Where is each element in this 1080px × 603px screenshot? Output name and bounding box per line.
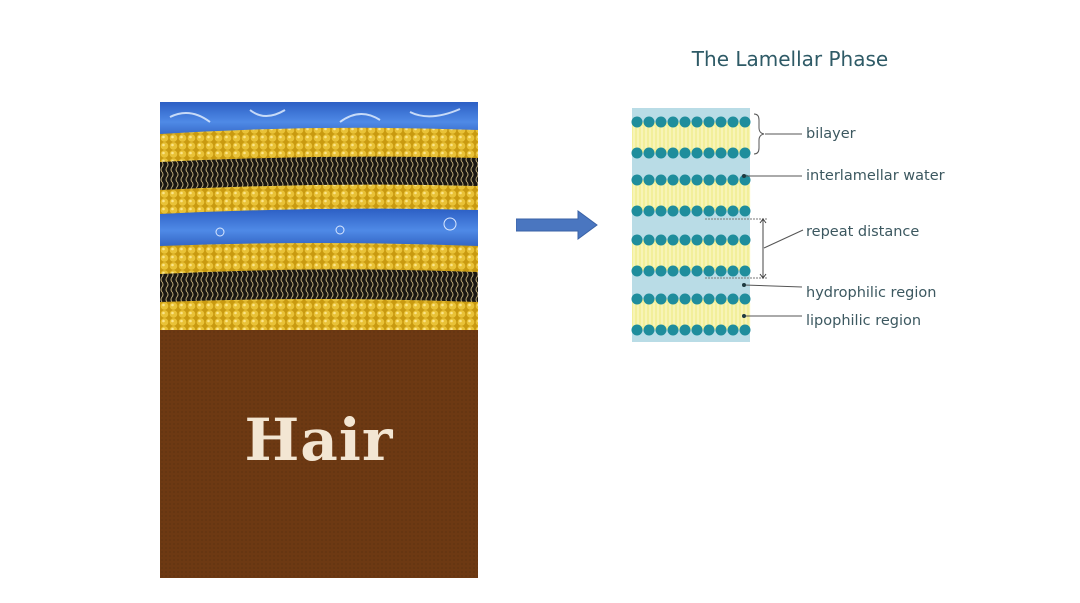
lipid-head [703,147,715,159]
right-arrow-icon [516,210,598,240]
hair-label: Hair [244,406,394,474]
lipid-head [727,234,739,246]
lipid-head [643,147,655,159]
lipid-head [703,324,715,336]
lipid-head [739,293,751,305]
lipid-head [655,116,667,128]
lipid-head [691,147,703,159]
lipid-head [727,205,739,217]
lipid-head [667,324,679,336]
lipid-head [667,116,679,128]
lipid-head [715,324,727,336]
lipid-head [631,293,643,305]
lipid-head [631,234,643,246]
lipid-head [739,147,751,159]
lipid-head [631,205,643,217]
lipid-head [703,265,715,277]
lipid-head [715,174,727,186]
lipid-head [643,265,655,277]
lipid-head [667,293,679,305]
lipid-head [739,205,751,217]
lipid-head [655,265,667,277]
lipid-head [679,205,691,217]
label-repeat-distance: repeat distance [806,224,920,240]
lipid-head [631,116,643,128]
lipid-head [679,265,691,277]
lipid-head [691,324,703,336]
lipid-head [643,174,655,186]
lipid-head [679,147,691,159]
lipid-head [727,147,739,159]
lipid-head [715,147,727,159]
lipid-head [643,205,655,217]
lipid-head [691,265,703,277]
lipid-head [631,324,643,336]
bilayer-brace [753,113,765,155]
lipid-head [667,205,679,217]
lipid-head [727,174,739,186]
label-hydrophilic-region: hydrophilic region [806,285,937,301]
lipid-head [739,324,751,336]
lamellar-phase-title: The Lamellar Phase [691,47,889,71]
lipid-head [691,174,703,186]
hair-block: Hair [160,330,478,578]
label-bilayer: bilayer [806,126,856,142]
lipid-head [631,147,643,159]
lipid-head [655,293,667,305]
lipid-head [727,265,739,277]
lipid-head [703,234,715,246]
lipid-head [679,116,691,128]
bilayer [631,174,751,217]
lipid-head [727,293,739,305]
lipid-head [655,324,667,336]
lipid-head [655,174,667,186]
lipid-head [691,205,703,217]
lipid-head [715,265,727,277]
repeat-distance-leader [763,229,804,249]
bilayer [631,293,751,336]
lipid-head [655,234,667,246]
hydrophilic-leader [743,284,803,288]
lipid-head [727,116,739,128]
lipid-head [739,234,751,246]
label-interlamellar-water: interlamellar water [806,168,945,184]
lipid-head [715,116,727,128]
label-lipophilic-region: lipophilic region [806,313,922,329]
lipid-head [679,234,691,246]
lipid-head [739,116,751,128]
lipid-head [643,234,655,246]
bilayer [631,234,751,277]
lamellar-phase-diagram [631,108,804,342]
hair-lipid-illustration: Hair [160,102,478,578]
lipid-head [643,116,655,128]
lipid-head [655,147,667,159]
lipid-head [703,174,715,186]
lipid-head [679,174,691,186]
lipid-head [727,324,739,336]
lipid-head [703,116,715,128]
lipid-head [667,174,679,186]
lipid-head [643,324,655,336]
lipid-head [667,234,679,246]
lipid-head [679,324,691,336]
lipid-head [691,293,703,305]
lipid-head [631,174,643,186]
lipid-head [655,205,667,217]
lipid-head [667,147,679,159]
lipid-head [703,205,715,217]
lipid-head [715,205,727,217]
lipid-head [703,293,715,305]
lipid-layers-illustration [160,102,478,330]
lipid-head [643,293,655,305]
lipid-head [739,174,751,186]
lipid-head [715,293,727,305]
lipid-head [691,234,703,246]
lipid-head [691,116,703,128]
lipid-head [739,265,751,277]
lipid-head [715,234,727,246]
lipid-head [667,265,679,277]
bilayer [631,116,751,159]
lipid-head [679,293,691,305]
lipid-head [631,265,643,277]
